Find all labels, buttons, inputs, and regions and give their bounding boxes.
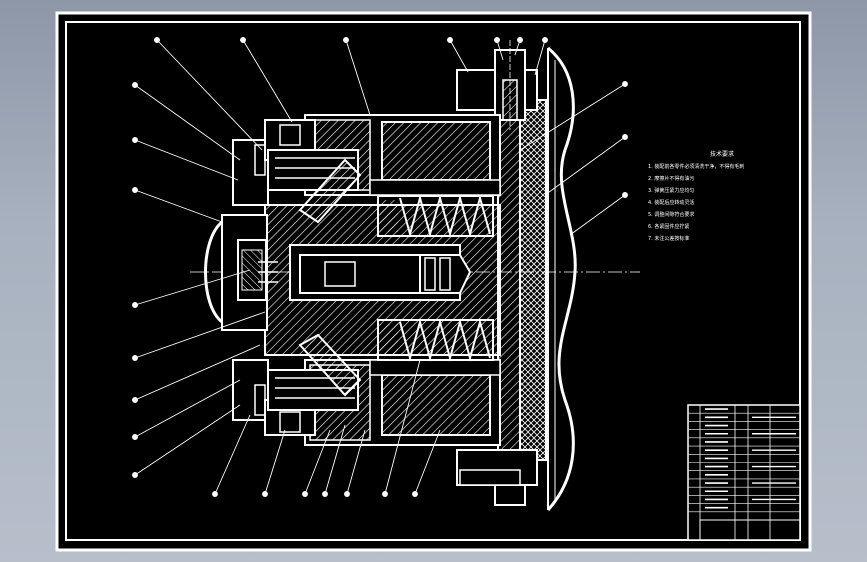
note-line: 1. 装配前各零件必须清洗干净，不得有毛刺 [648,163,744,170]
upper-flange [232,119,362,224]
note-line: 3. 弹簧压紧力应均匀 [648,187,694,194]
notes-title: 技术要求 [710,150,734,158]
top-bolt [456,40,538,130]
note-line: 2. 摩擦片不得有油污 [648,175,694,182]
leader-lines [132,37,628,497]
technical-notes: 技术要求 1. 装配前各零件必须清洗干净，不得有毛刺 2. 摩擦片不得有油污 3. … [648,150,744,242]
note-line: 4. 装配后应转动灵活 [648,199,694,206]
lower-flange [232,333,362,436]
drawing-frame [65,21,801,541]
left-end-cap [204,214,278,331]
note-line: 5. 调整间隙符合要求 [648,211,694,218]
bottom-bolt [456,449,538,506]
shaft-hub [264,204,501,356]
title-block [687,404,801,541]
note-line: 6. 各紧固件应拧紧 [648,223,689,230]
note-line: 7. 未注公差按标准 [648,235,689,242]
